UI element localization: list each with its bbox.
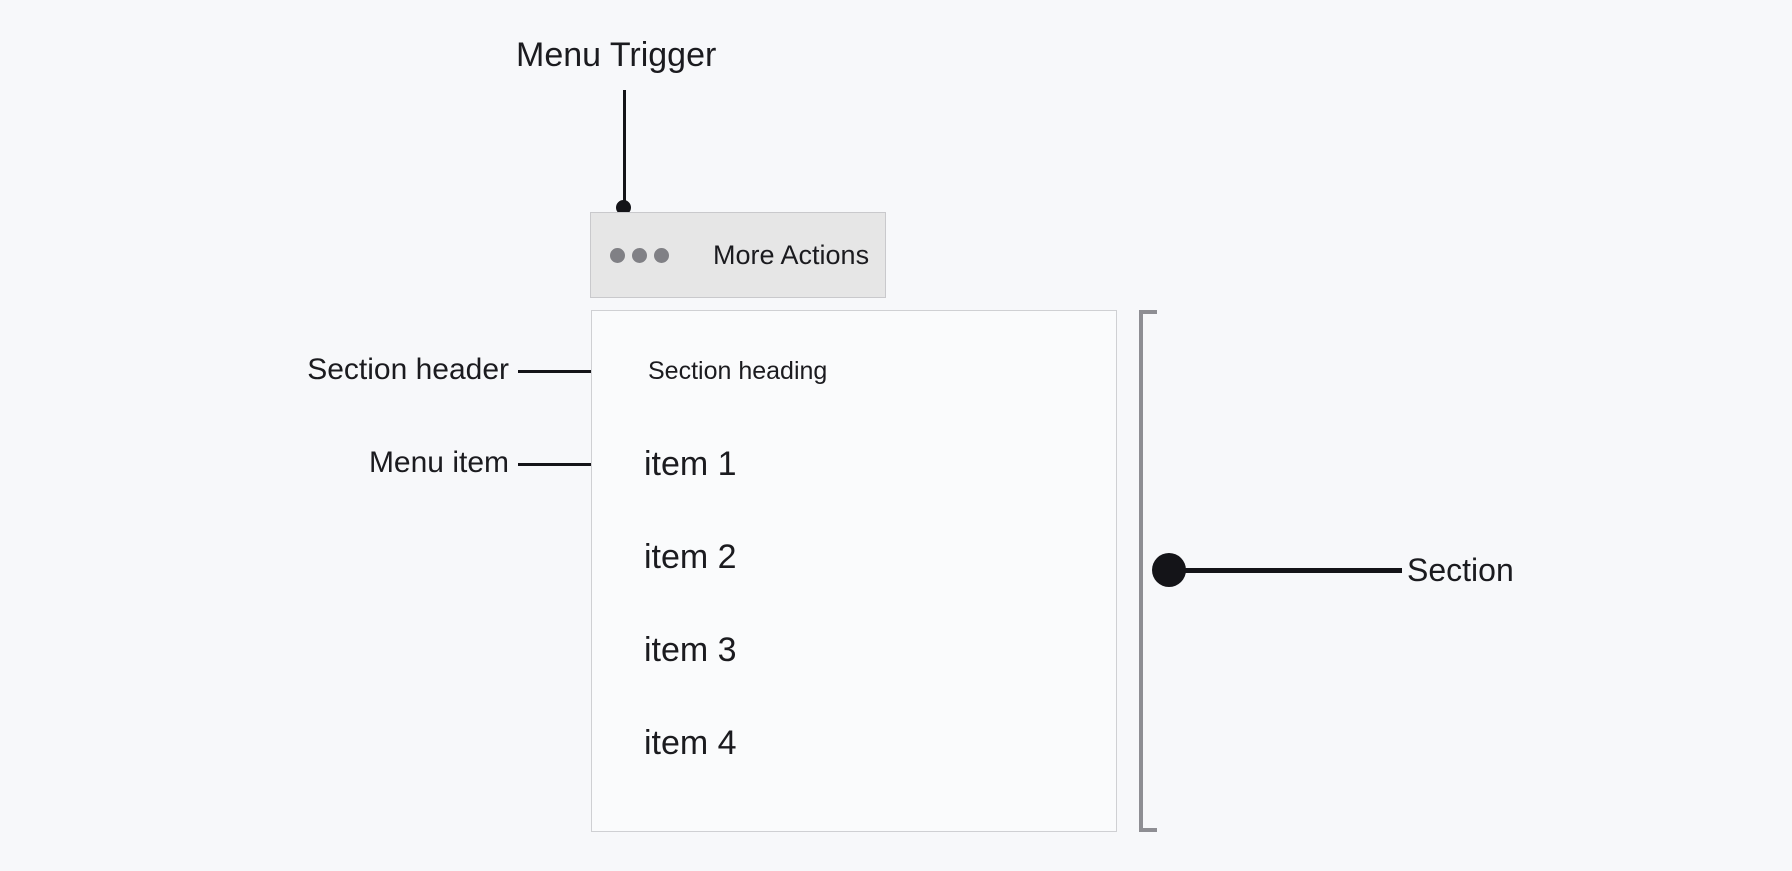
- more-actions-trigger-button[interactable]: More Actions: [590, 212, 886, 298]
- menu-item[interactable]: item 3: [644, 631, 737, 669]
- dropdown-menu-panel: Section heading item 1 item 2 item 3 ite…: [591, 310, 1117, 832]
- leader-line-section-header: [518, 370, 632, 373]
- leader-dot-menu-trigger: [616, 200, 631, 215]
- annotation-label-menu-trigger: Menu Trigger: [516, 36, 717, 74]
- annotation-label-section-header: Section header: [307, 353, 509, 386]
- leader-line-section: [1170, 568, 1402, 573]
- menu-section: Section heading item 1 item 2 item 3 ite…: [592, 311, 1116, 831]
- annotation-label-section: Section: [1407, 552, 1514, 588]
- section-bracket: [1136, 310, 1158, 832]
- ellipsis-horizontal-icon: [610, 247, 669, 263]
- menu-section-heading: Section heading: [648, 357, 828, 385]
- leader-line-menu-trigger: [623, 90, 626, 208]
- menu-item[interactable]: item 1: [644, 445, 737, 483]
- leader-line-menu-item: [518, 463, 632, 466]
- leader-dot-section: [1152, 553, 1186, 587]
- more-actions-trigger-label: More Actions: [713, 239, 870, 270]
- menu-item[interactable]: item 2: [644, 538, 737, 576]
- menu-item[interactable]: item 4: [644, 724, 737, 762]
- annotation-label-menu-item: Menu item: [368, 446, 509, 479]
